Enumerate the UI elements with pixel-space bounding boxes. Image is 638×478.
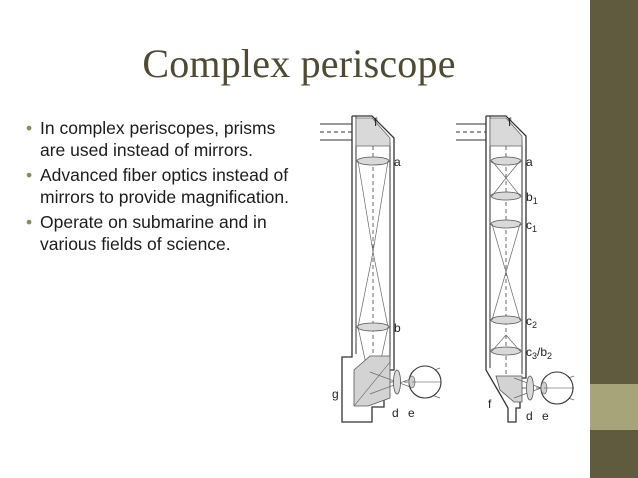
label-c2-main: c — [526, 314, 532, 328]
ray — [505, 177, 521, 197]
lens-b1 — [490, 191, 522, 201]
ray — [357, 251, 374, 328]
label-c1-main: c — [526, 218, 532, 232]
label-d: d — [392, 406, 399, 420]
lens-d — [526, 375, 534, 401]
side-band-light — [590, 384, 638, 430]
label-c3b2: c3/b2 — [526, 345, 552, 361]
periscope-diagram: f a b g d e — [320, 115, 575, 423]
label-b1-sub: 1 — [533, 196, 538, 206]
ray — [491, 177, 507, 197]
lens-c3b2 — [490, 346, 522, 356]
ray — [505, 160, 521, 179]
label-f-bottom: f — [488, 397, 492, 411]
bullet-text: Advanced fiber optics instead of mirrors… — [40, 165, 289, 207]
ray — [491, 223, 507, 273]
label-b2-sub: 2 — [547, 351, 552, 361]
ray — [372, 251, 389, 328]
label-c2-sub: 2 — [532, 320, 537, 330]
label-b1: b1 — [526, 190, 538, 206]
label-b2-main: /b — [537, 345, 547, 359]
bottom-prism — [495, 375, 523, 403]
bullet-item: • Advanced fiber optics instead of mirror… — [22, 165, 302, 208]
label-c1-sub: 1 — [532, 224, 537, 234]
lens-a — [356, 156, 390, 166]
periscope-left: f a b g d e — [320, 115, 442, 423]
label-c1: c1 — [526, 218, 537, 234]
ray — [505, 334, 521, 352]
lens-a — [490, 156, 522, 166]
lens-d — [393, 369, 401, 395]
label-c2: c2 — [526, 314, 537, 330]
ray — [505, 271, 521, 321]
ray — [357, 326, 367, 365]
label-g: g — [332, 387, 339, 401]
label-a: a — [526, 155, 533, 169]
label-a: a — [394, 155, 401, 169]
tube-outline — [341, 115, 395, 423]
label-b: b — [394, 321, 401, 335]
label-c3-sub: 3 — [532, 351, 537, 361]
prism-edge — [353, 361, 391, 407]
ray — [491, 271, 507, 321]
label-e: e — [542, 409, 549, 423]
bullet-text: In complex periscopes, prisms are used i… — [40, 118, 276, 160]
ray — [491, 334, 507, 352]
label-e: e — [408, 406, 415, 420]
lens-c2 — [490, 315, 522, 325]
bullet-item: • Operate on submarine and in various fie… — [22, 212, 302, 255]
bullet-item: • In complex periscopes, prisms are used … — [22, 118, 302, 161]
ray — [491, 160, 507, 179]
ray — [372, 160, 389, 253]
bullet-marker: • — [26, 165, 33, 185]
slide-title: Complex periscope — [142, 41, 456, 86]
label-d: d — [526, 409, 533, 423]
top-prism — [355, 117, 391, 147]
bullet-list: • In complex periscopes, prisms are used … — [22, 118, 302, 259]
periscope-right: f a b1 c1 c2 c3/b2 f d e — [456, 115, 575, 423]
label-f: f — [508, 115, 512, 129]
label-b1-main: b — [526, 190, 533, 204]
lens-b — [356, 322, 390, 332]
ray — [505, 223, 521, 273]
lens-c1 — [490, 219, 522, 229]
label-f: f — [374, 115, 378, 129]
ray — [357, 160, 374, 253]
top-prism — [489, 117, 523, 147]
label-c3-main: c — [526, 345, 532, 359]
bullet-text: Operate on submarine and in various fiel… — [40, 212, 267, 254]
bullet-marker: • — [26, 212, 33, 232]
bullet-marker: • — [26, 118, 33, 138]
